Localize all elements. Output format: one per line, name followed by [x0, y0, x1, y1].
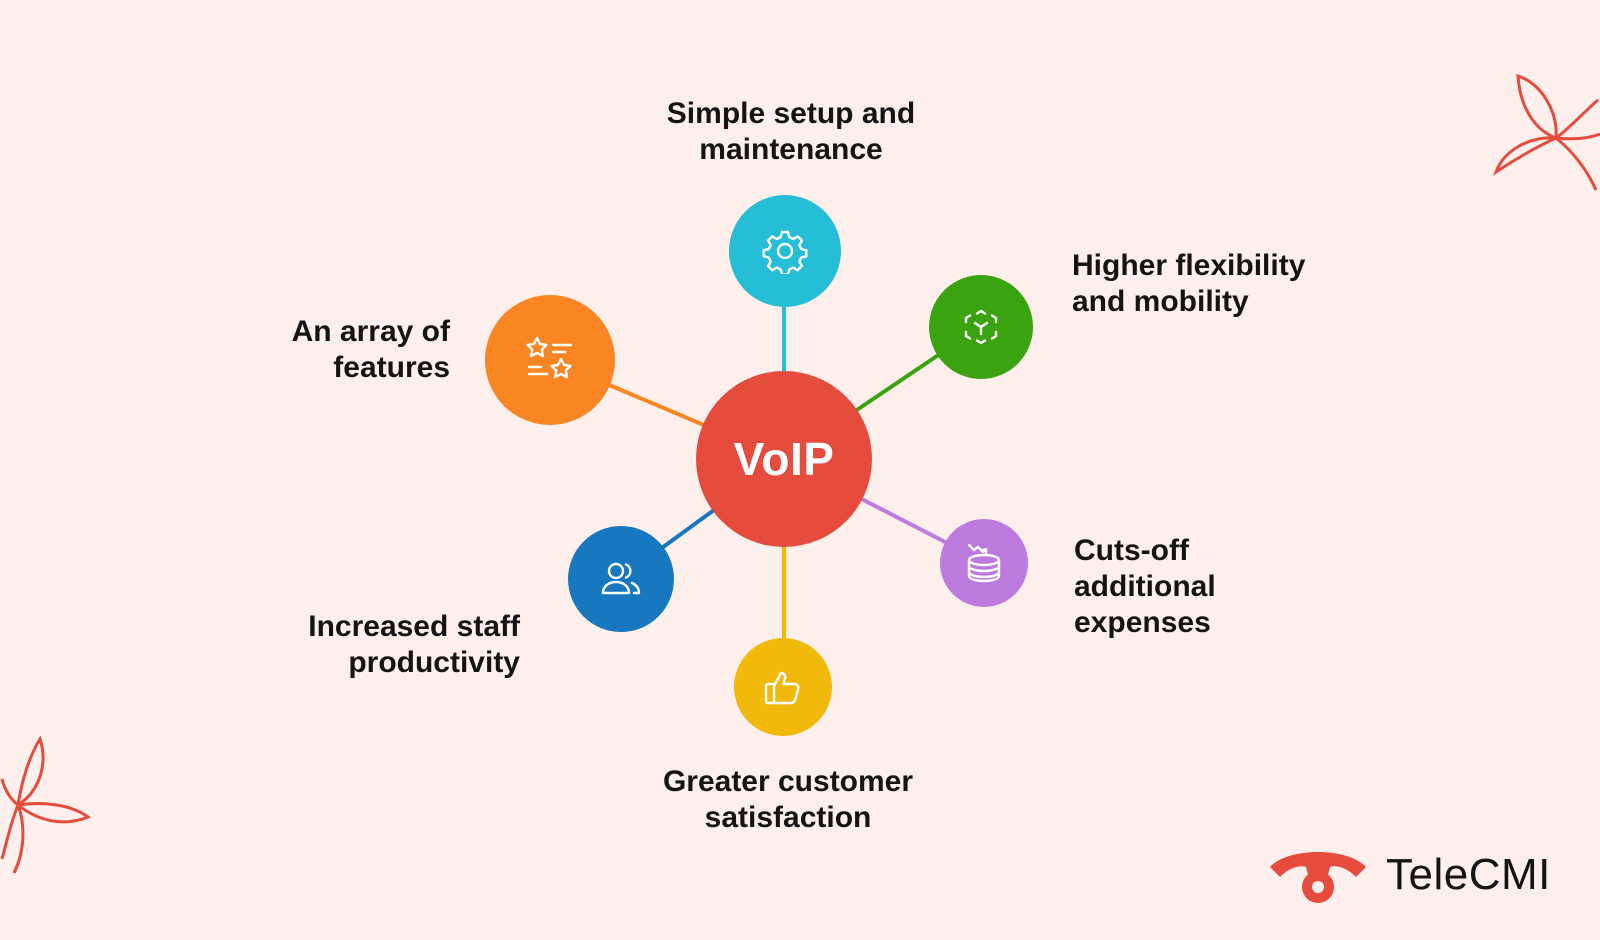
- gear-icon: [762, 230, 808, 274]
- users-icon: [601, 562, 641, 595]
- label-productivity-line2: productivity: [348, 646, 520, 679]
- brand-logo: TeleCMI: [1268, 845, 1551, 905]
- label-setup-line2: maintenance: [699, 133, 883, 166]
- flower-decoration-bottom-left: [0, 735, 92, 874]
- label-flexibility-line1: Higher flexibility: [1072, 249, 1306, 282]
- label-features-line2: features: [333, 351, 450, 384]
- node-features: [485, 295, 615, 425]
- label-setup-line1: Simple setup and: [666, 97, 916, 130]
- center-label: VoIP: [733, 433, 835, 485]
- node-expenses: [940, 519, 1028, 607]
- scan-box-icon: [964, 309, 998, 345]
- label-flexibility-line2: and mobility: [1072, 285, 1249, 318]
- center-node-voip: VoIP: [696, 371, 872, 547]
- label-expenses-line1: Cuts-off: [1074, 534, 1189, 567]
- label-productivity-line1: Increased staff: [308, 610, 520, 643]
- coin-stack-icon: [967, 543, 1001, 583]
- label-features: An array of features: [252, 314, 450, 386]
- node-flexibility: [929, 275, 1033, 379]
- brand-name: TeleCMI: [1386, 850, 1551, 899]
- telephone-logo-icon: [1270, 852, 1366, 903]
- label-expenses-line2: additional: [1074, 570, 1216, 603]
- node-setup: [729, 195, 841, 307]
- node-productivity: [568, 526, 674, 632]
- label-expenses: Cuts-off additional expenses: [1074, 533, 1216, 641]
- label-satisfaction-line2: satisfaction: [704, 801, 872, 834]
- flower-decoration-top-right: [1493, 73, 1600, 191]
- label-setup: Simple setup and maintenance: [656, 96, 926, 168]
- label-flexibility: Higher flexibility and mobility: [1072, 248, 1305, 320]
- label-expenses-line3: expenses: [1074, 606, 1211, 639]
- node-satisfaction: [734, 638, 832, 736]
- star-list-icon: [526, 336, 573, 379]
- label-satisfaction-line1: Greater customer: [662, 765, 914, 798]
- label-productivity: Increased staff productivity: [262, 609, 520, 681]
- label-features-line1: An array of: [291, 315, 450, 348]
- thumbs-up-icon: [764, 671, 800, 705]
- label-satisfaction: Greater customer satisfaction: [648, 764, 928, 836]
